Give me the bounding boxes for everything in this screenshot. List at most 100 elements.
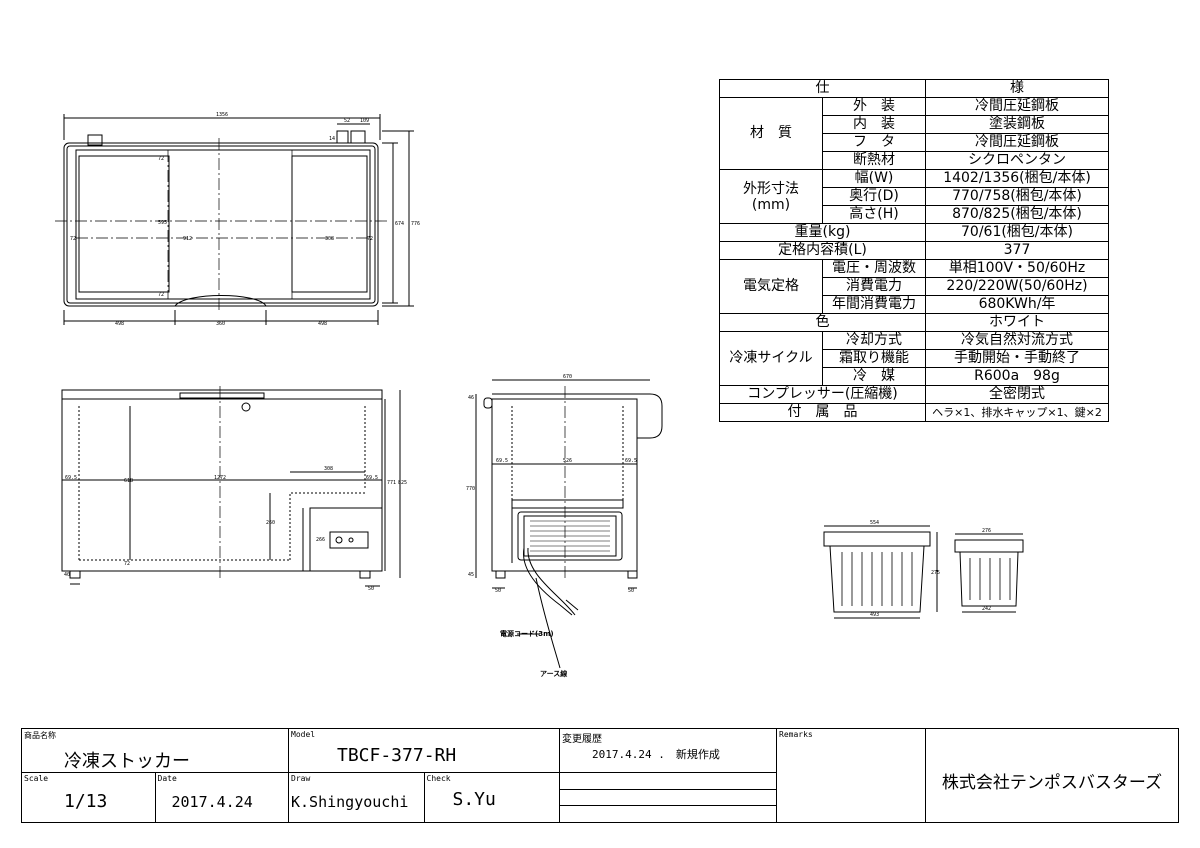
spec-group: 電気定格 [719, 259, 823, 314]
dim-771: 771 [387, 480, 396, 486]
spec-item: 断熱材 [822, 151, 926, 170]
title-block: 商品名称 冷凍ストッカー Model TBCF-377-RH 変更履歴 2017… [21, 728, 1179, 823]
spec-item: 外 装 [822, 97, 926, 116]
dim-front-right: 69.5 [366, 475, 378, 481]
dim-step-height: 260 [266, 520, 275, 526]
check-label: Check [426, 774, 451, 783]
dim-basket-top: 554 [870, 520, 879, 526]
spec-group: 定格内容積(L) [719, 241, 926, 260]
spec-header-right: 様 [925, 79, 1109, 98]
dim-side-right: 69.5 [625, 458, 637, 464]
dim-foot-50: 50 [495, 588, 501, 594]
dim-top-width: 1356 [216, 112, 228, 118]
draw-label: Draw [291, 774, 311, 783]
dim-595: 595 [158, 220, 167, 226]
spec-value: 手動開始・手動終了 [925, 349, 1109, 368]
spec-value: 377 [925, 241, 1109, 260]
spec-value: 680KWh/年 [925, 295, 1109, 314]
spec-item: 電圧・周波数 [822, 259, 926, 278]
spec-table: 仕 様 材 質 外 装 冷間圧延鋼板 内 装 塗装鋼板 フ タ 冷間圧延鋼板 断… [719, 79, 1109, 422]
spec-value: ホワイト [925, 313, 1109, 332]
dim-foot-50b: 50 [628, 588, 634, 594]
spec-item: 奥行(D) [822, 187, 926, 206]
dim-step-width: 308 [324, 466, 333, 472]
dim-depth-total: 776 [411, 221, 420, 227]
dim-small-14: 14 [329, 136, 335, 142]
front-view [61, 389, 401, 587]
spec-item: 幅(W) [822, 169, 926, 188]
spec-value: 770/758(梱包/本体) [925, 187, 1109, 206]
remarks-label: Remarks [779, 730, 813, 739]
spec-value: 塗装鋼板 [925, 115, 1109, 134]
spec-item: 霜取り機能 [822, 349, 926, 368]
dim-side-depth: 670 [563, 374, 572, 380]
dim-front-left: 69.5 [65, 475, 77, 481]
dim-basket-small-bottom: 242 [982, 606, 991, 612]
spec-group: 色 [719, 313, 926, 332]
product-name: 冷凍ストッカー [64, 751, 190, 772]
drawer-name: K.Shingyouchi [291, 793, 409, 811]
spec-value: 全密閉式 [925, 385, 1109, 404]
spec-value: 870/825(梱包/本体) [925, 205, 1109, 224]
model-number: TBCF-377-RH [337, 745, 457, 766]
spec-group: 外形寸法 (mm) [719, 169, 823, 224]
history-row [560, 772, 776, 789]
dim-side-inner: 526 [563, 458, 572, 464]
side-view [475, 379, 663, 669]
dim-front-width: 1272 [214, 475, 226, 481]
model-label: Model [291, 730, 316, 739]
dim-basket-bottom: 493 [870, 612, 879, 618]
company-name: 株式会社テンポスバスターズ [941, 773, 1163, 793]
dim-basket-height: 275 [931, 570, 940, 576]
history-entry: 2017.4.24 . 新規作成 [592, 748, 720, 761]
spec-value: シクロペンタン [925, 151, 1109, 170]
spec-value: 単相100V・50/60Hz [925, 259, 1109, 278]
dim-depth-inner: 674 [395, 221, 404, 227]
dim-912: 912 [183, 236, 192, 242]
dim-72d: 72 [158, 292, 164, 298]
top-view-centerlines [55, 138, 390, 312]
spec-item: 年間消費電力 [822, 295, 926, 314]
spec-value: ヘラ×1、排水キャップ×1、鍵×2 [925, 403, 1109, 422]
dim-hinge-b: 109 [360, 118, 369, 124]
dim-72c: 72 [367, 236, 373, 242]
cord-label: 電源コード(3m) [500, 629, 554, 638]
dim-bottom-50: 50 [368, 586, 374, 592]
history-row [560, 805, 776, 806]
history-label: 変更履歴 [562, 734, 602, 745]
dim-handle-left: 498 [115, 321, 124, 327]
dim-side-left: 69.5 [496, 458, 508, 464]
spec-value: 冷間圧延鋼板 [925, 97, 1109, 116]
product-label: 商品名称 [24, 731, 56, 740]
checker-name: S.Yu [452, 789, 496, 810]
spec-value: 冷間圧延鋼板 [925, 133, 1109, 152]
spec-header-left: 仕 [719, 79, 926, 98]
spec-value: R600a 98g [925, 367, 1109, 386]
spec-value: 1402/1356(梱包/本体) [925, 169, 1109, 188]
dim-foot-45: 45 [468, 572, 474, 578]
basket-large [823, 525, 938, 619]
dim-inner-height: 618 [124, 478, 133, 484]
top-view [63, 114, 414, 325]
dim-770: 770 [466, 486, 475, 492]
spec-item: フ タ [822, 133, 926, 152]
spec-item: 冷 媒 [822, 367, 926, 386]
dim-825: 825 [398, 480, 407, 486]
dim-base-72: 72 [124, 561, 130, 567]
dim-lid-46: 46 [468, 395, 474, 401]
earth-label: アース線 [540, 669, 567, 678]
dim-basket-small-top: 276 [982, 528, 991, 534]
spec-value: 冷気自然対流方式 [925, 331, 1109, 350]
spec-group: 材 質 [719, 97, 823, 170]
spec-item: 高さ(H) [822, 205, 926, 224]
dim-handle-width: 360 [216, 321, 225, 327]
spec-group: 冷凍サイクル [719, 331, 823, 386]
history-row [560, 789, 776, 806]
dim-base-40: 40 [64, 572, 70, 578]
spec-group: コンプレッサー(圧縮機) [719, 385, 926, 404]
date-value: 2017.4.24 [171, 793, 253, 811]
spec-group: 重量(kg) [719, 223, 926, 242]
scale-label: Scale [24, 774, 49, 783]
spec-value: 220/220W(50/60Hz) [925, 277, 1109, 296]
